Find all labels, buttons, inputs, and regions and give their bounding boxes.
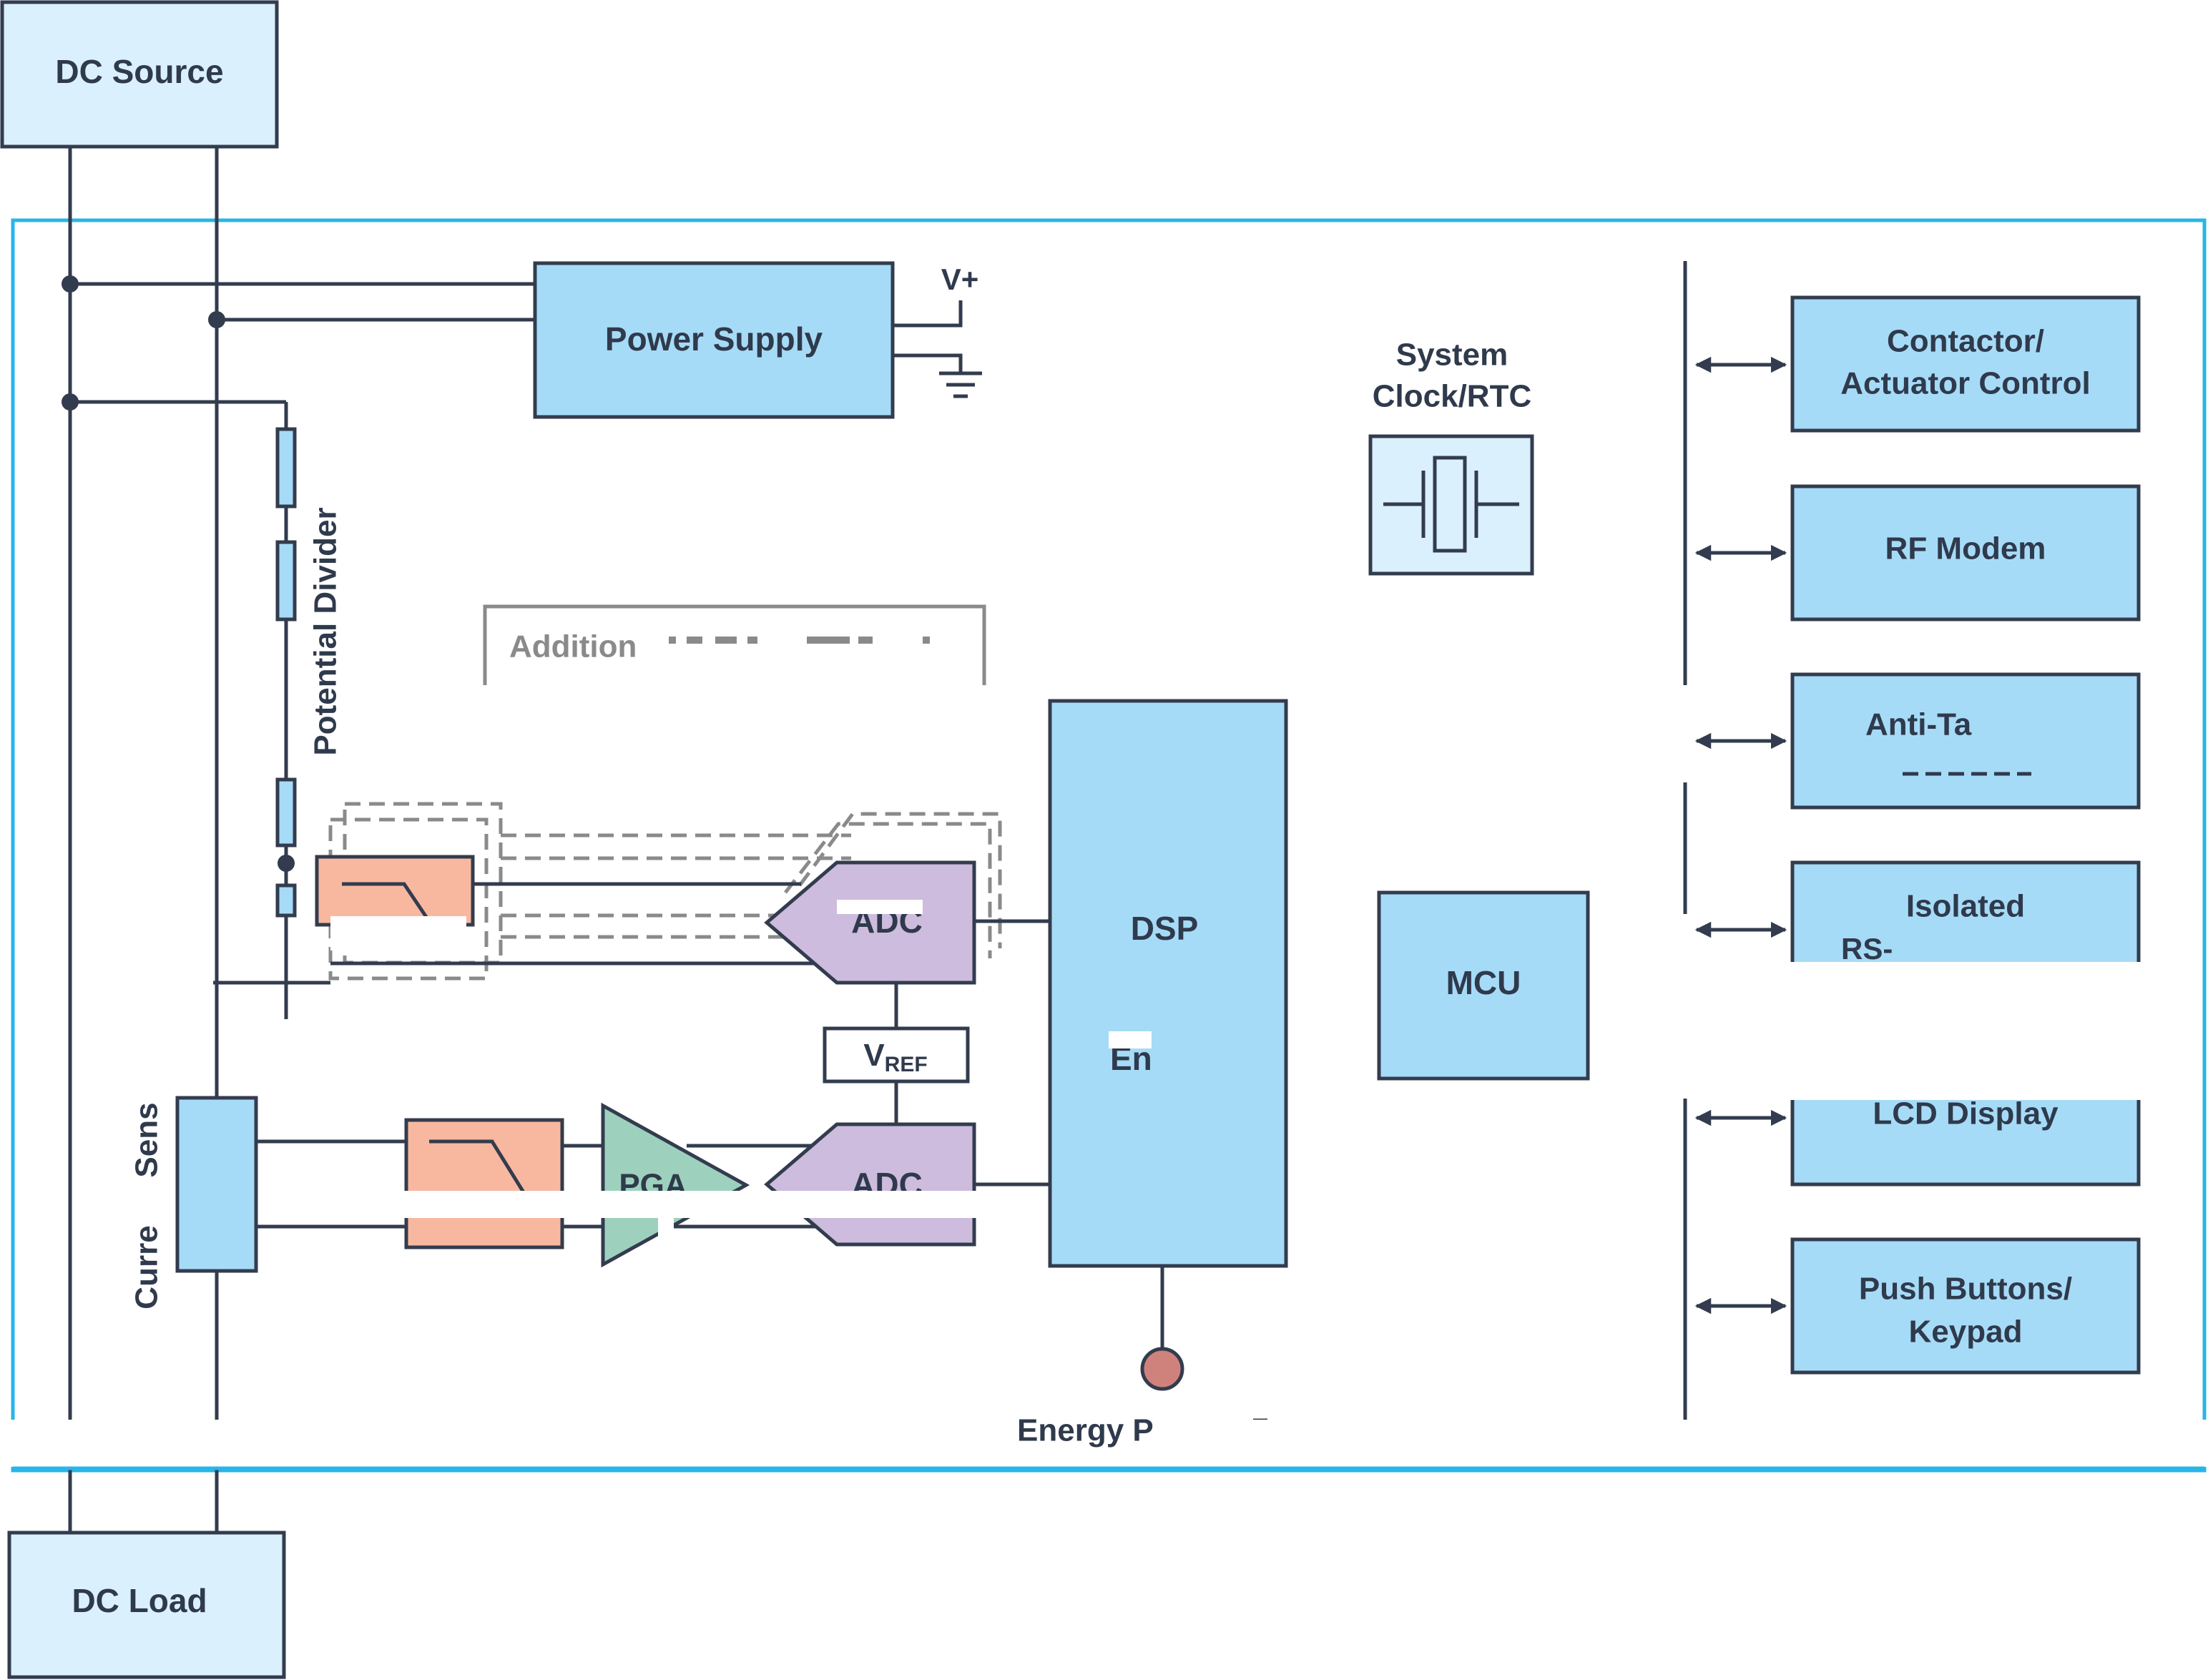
- current-filter-block: [404, 1118, 564, 1249]
- occlusion: [1787, 962, 2151, 1012]
- wire-ground: [893, 353, 963, 372]
- vplus-label: V+: [941, 262, 979, 296]
- occlusion: [1787, 1030, 2151, 1100]
- occlusion: [401, 1191, 978, 1218]
- current-sensor-label-part1: Curre: [129, 1225, 165, 1309]
- dsp-block: DSP En: [1048, 699, 1288, 1268]
- power-supply-label: Power Supply: [605, 320, 823, 358]
- wire-vplus: [893, 300, 963, 328]
- system-clock-label: System: [1396, 338, 1508, 373]
- dc-source-label: DC Source: [55, 53, 223, 90]
- energy-pulse-led-icon: [1140, 1347, 1184, 1391]
- mcu-block: MCU: [1377, 890, 1590, 1081]
- vref-main: V: [863, 1038, 885, 1073]
- label-fragment: [669, 637, 930, 644]
- lowpass-icon: [429, 1139, 531, 1203]
- dc-source-block: DC Source: [0, 0, 279, 149]
- current-sensor-block: [175, 1096, 258, 1273]
- vref-label: VREF: [863, 1038, 927, 1076]
- additional-channels-box: [483, 604, 986, 685]
- junction-dot: [62, 393, 79, 411]
- energy-pulse-label-visible: Energy P: [1017, 1413, 1154, 1448]
- mcu-label: MCU: [1446, 964, 1521, 1001]
- isolated-interface-block: Isolated RS-: [1694, 860, 2151, 1012]
- junction-dot: [62, 275, 79, 293]
- additional-channels-stack: [328, 802, 1002, 981]
- contactor-label-line1: Contactor/: [1887, 324, 2044, 359]
- dc-load-block: DC Load: [7, 1531, 286, 1679]
- junction-dot: [278, 855, 295, 872]
- vref-sub: REF: [885, 1053, 928, 1076]
- isolated-label-line1: Isolated: [1906, 889, 2025, 924]
- contactor-label-line2: Actuator Control: [1840, 366, 2091, 401]
- occlusion: [1674, 914, 1697, 1099]
- push-buttons-label-line2: Keypad: [1909, 1315, 2023, 1350]
- power-supply-block: Power Supply: [533, 261, 895, 419]
- occlusion: [330, 916, 466, 950]
- ground-icon: [939, 371, 982, 398]
- isolated-label-line2: RS-: [1841, 932, 1893, 966]
- contactor-actuator-block: Contactor/ Actuator Control: [1694, 295, 2141, 433]
- junction-dot: [208, 311, 225, 328]
- lcd-display-block: LCD Display: [1694, 1030, 2151, 1187]
- occlusion: [837, 900, 923, 914]
- crystal-icon: [1383, 456, 1519, 553]
- system-boundary: [11, 218, 2207, 1473]
- lcd-display-label: LCD Display: [1873, 1096, 2059, 1131]
- push-buttons-keypad-block: Push Buttons/ Keypad: [1694, 1237, 2141, 1375]
- rf-modem-block: RF Modem: [1694, 484, 2141, 622]
- anti-tamper-block: Anti-Ta: [1694, 672, 2141, 810]
- occlusion: [658, 1218, 674, 1239]
- current-sensor-label-part2: Sens: [129, 1102, 165, 1177]
- anti-tamper-label: Anti-Ta: [1865, 707, 1972, 742]
- push-buttons-label-line1: Push Buttons/: [1859, 1272, 2072, 1307]
- resistor-icon: [275, 427, 297, 918]
- system-clock-block: [1368, 434, 1534, 576]
- vref-block: VREF: [823, 1026, 970, 1084]
- occlusion: [1674, 685, 1697, 782]
- pga-block: PGA: [601, 1102, 750, 1268]
- potential-divider-label: Potential Divider: [308, 507, 343, 755]
- rf-modem-label: RF Modem: [1885, 531, 2046, 566]
- system-clock-label-line2: Clock/RTC: [1373, 379, 1531, 414]
- occlusion: [0, 1420, 2208, 1467]
- dc-load-label: DC Load: [72, 1582, 207, 1619]
- additional-channels-label: Addition: [509, 629, 637, 664]
- occlusion: [1109, 1031, 1152, 1048]
- dsp-label: DSP: [1131, 910, 1199, 947]
